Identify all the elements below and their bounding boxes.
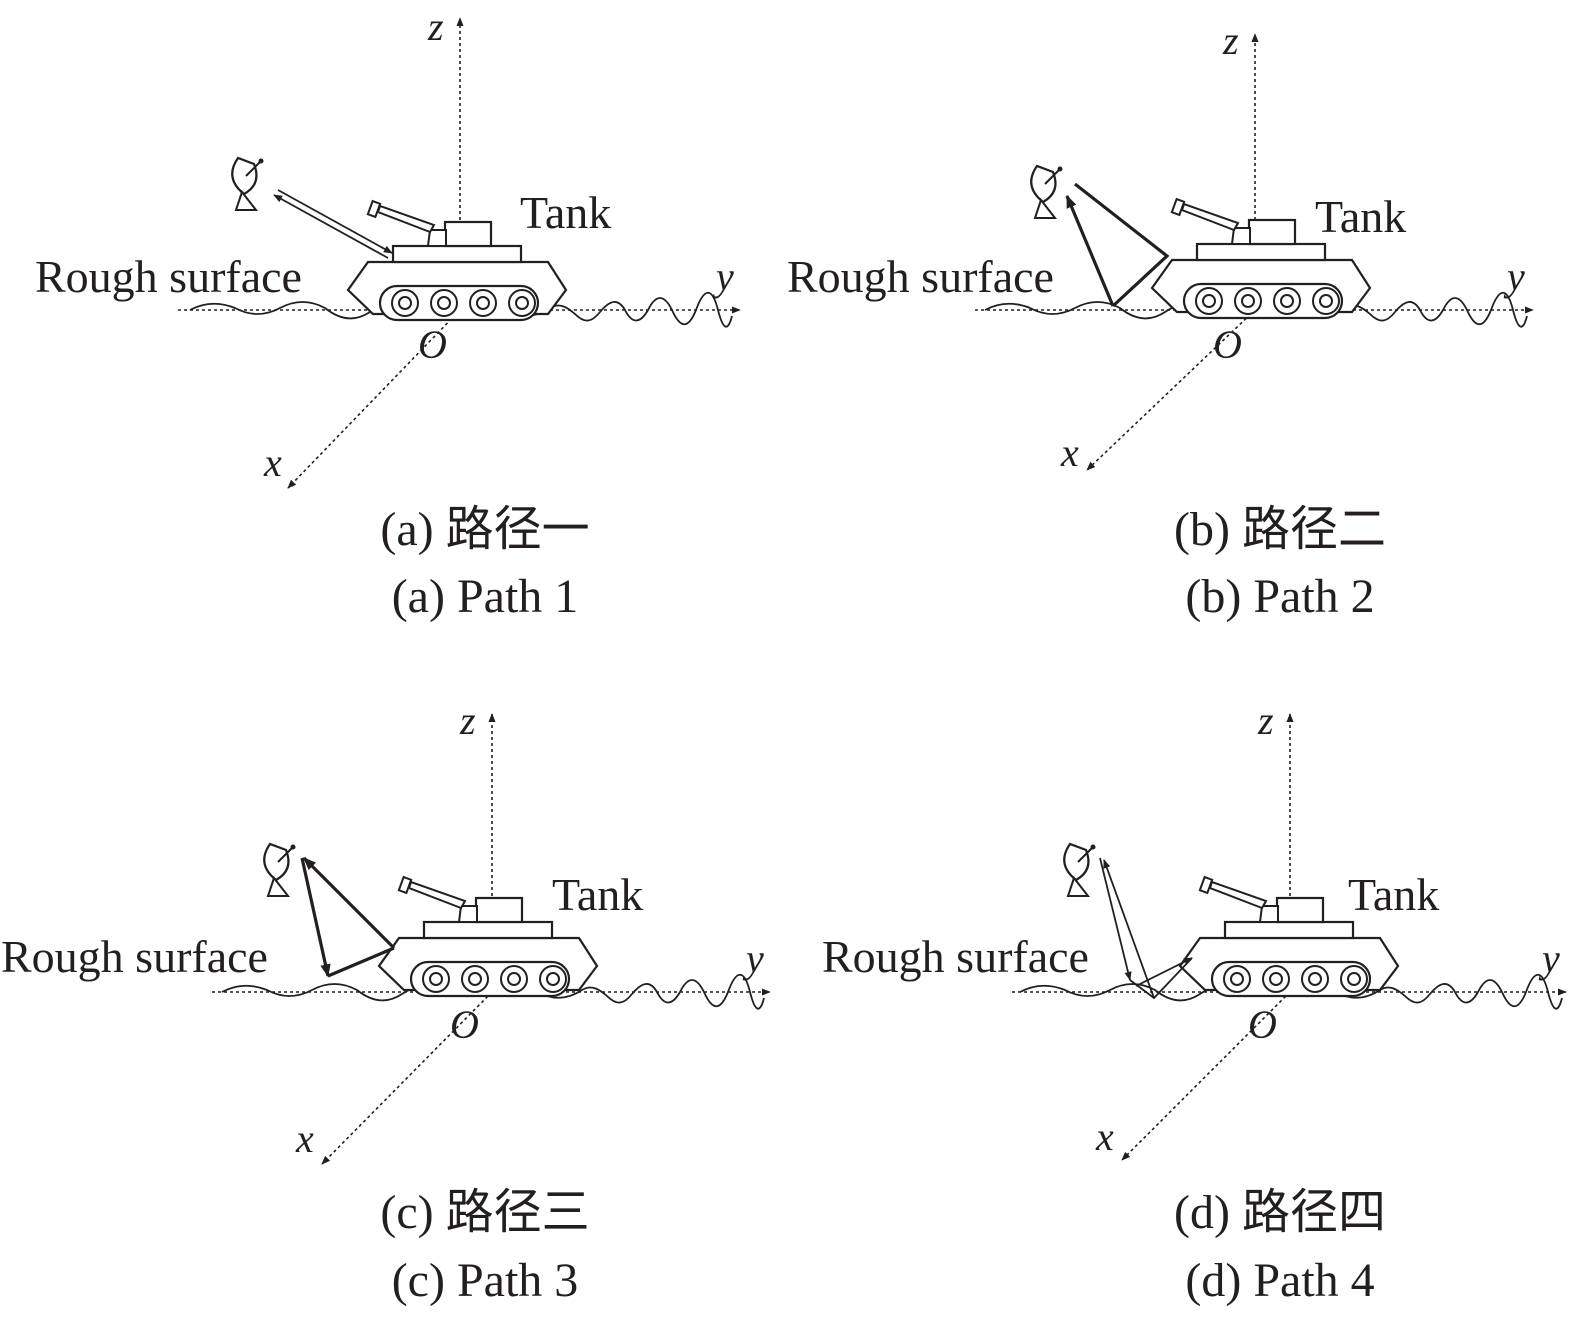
surface-label: Rough surface — [822, 931, 1089, 982]
radar-dish-icon — [1063, 842, 1097, 898]
y-axis-label: y — [1538, 936, 1560, 981]
caption-cn-b: (b) 路径二 — [1174, 503, 1386, 556]
z-axis-label: z — [1222, 18, 1239, 63]
y-axis-label: y — [712, 254, 734, 299]
tank-label: Tank — [1348, 869, 1439, 920]
caption-cn-a: (a) 路径一 — [380, 503, 589, 556]
panel-b: z y x O Tank Rough surface — [787, 18, 1534, 475]
x-axis-label: x — [263, 440, 282, 485]
y-axis-label: y — [1503, 254, 1525, 299]
tank-label: Tank — [520, 187, 611, 238]
caption-en-d: (d) Path 4 — [1185, 1254, 1374, 1307]
panel-c: z y x O Tank Rough surface — [1, 698, 771, 1165]
surface-label: Rough surface — [35, 251, 302, 302]
path-arrows — [273, 189, 393, 259]
x-axis — [321, 991, 493, 1165]
surface-label: Rough surface — [787, 251, 1054, 302]
caption-cn-c: (c) 路径三 — [380, 1186, 589, 1239]
surface-label: Rough surface — [1, 931, 268, 982]
z-axis-label: z — [459, 698, 476, 743]
tank-label: Tank — [1315, 191, 1406, 242]
panel-a: z y x O Tank Rough surface — [35, 4, 741, 489]
z-axis-label: z — [1257, 698, 1274, 743]
caption-en-c: (c) Path 3 — [392, 1254, 579, 1307]
path-arrows — [1099, 857, 1193, 1000]
x-axis-label: x — [1095, 1114, 1114, 1159]
panel-d: z y x O Tank Rough surface — [822, 698, 1567, 1161]
origin-label: O — [418, 322, 447, 367]
path-arrows — [300, 856, 396, 978]
y-axis-label: y — [742, 936, 764, 981]
x-axis-label: x — [295, 1116, 314, 1161]
radar-dish-icon — [1030, 164, 1064, 220]
origin-label: O — [1248, 1002, 1277, 1047]
radar-dish-icon — [263, 842, 297, 898]
z-axis-label: z — [427, 4, 444, 49]
caption-en-a: (a) Path 1 — [392, 570, 579, 623]
origin-label: O — [450, 1002, 479, 1047]
path-arrows — [1065, 182, 1170, 308]
origin-label: O — [1213, 322, 1242, 367]
caption-cn-d: (d) 路径四 — [1174, 1186, 1386, 1239]
x-axis-label: x — [1060, 430, 1079, 475]
caption-en-b: (b) Path 2 — [1185, 570, 1374, 623]
radar-dish-icon — [231, 156, 265, 212]
x-axis — [287, 309, 461, 489]
tank-label: Tank — [552, 869, 643, 920]
x-axis — [1086, 309, 1256, 471]
